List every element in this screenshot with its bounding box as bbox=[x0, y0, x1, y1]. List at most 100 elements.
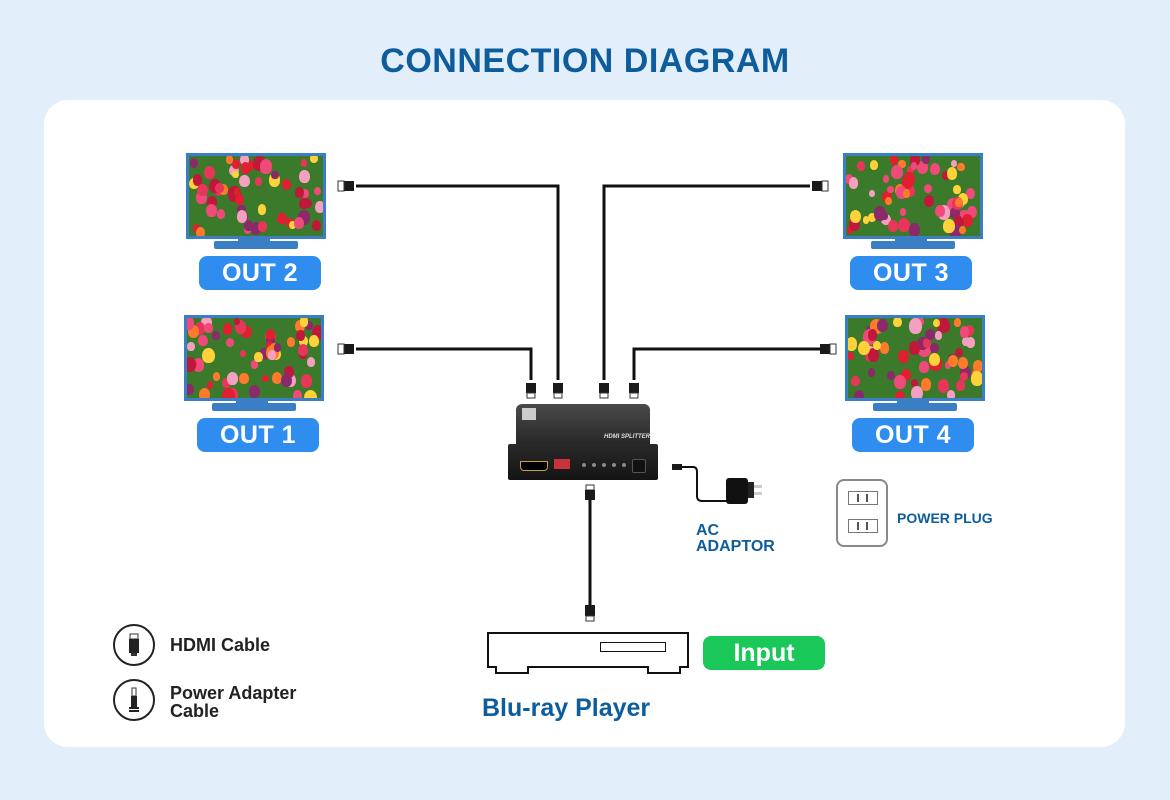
cable-out4 bbox=[632, 347, 822, 380]
tulip bbox=[903, 172, 916, 186]
tulip bbox=[891, 165, 903, 180]
tulip bbox=[898, 217, 911, 233]
cable-out2 bbox=[356, 184, 560, 380]
tulip bbox=[961, 213, 973, 227]
tulip bbox=[187, 357, 197, 372]
tulip bbox=[910, 378, 918, 388]
tulip bbox=[954, 198, 963, 208]
tulip bbox=[928, 352, 941, 367]
disc-slot bbox=[600, 642, 666, 652]
hdmi-connector-icon bbox=[344, 344, 354, 354]
tulip bbox=[222, 388, 236, 398]
legend-hdmi-label: HDMI Cable bbox=[170, 635, 271, 655]
cable-power bbox=[682, 466, 728, 502]
monitor-out2 bbox=[186, 153, 326, 249]
tulip bbox=[950, 206, 960, 219]
led-output-1 bbox=[582, 463, 586, 467]
tulip bbox=[917, 161, 929, 175]
tulip bbox=[212, 330, 220, 340]
hdmi-connector-icon bbox=[585, 605, 595, 616]
tulip bbox=[946, 390, 955, 398]
tulip bbox=[946, 167, 958, 180]
tulip bbox=[240, 162, 251, 174]
input-badge: Input bbox=[703, 636, 825, 670]
tulip bbox=[243, 220, 254, 232]
tulip bbox=[868, 189, 876, 198]
tulip bbox=[911, 386, 923, 398]
tulip bbox=[259, 159, 273, 175]
tulip bbox=[314, 186, 322, 196]
tulip bbox=[249, 384, 261, 398]
dc-port bbox=[632, 459, 646, 473]
tulip bbox=[959, 326, 970, 338]
tulip bbox=[894, 390, 906, 398]
hdmi-connector-icon bbox=[553, 383, 563, 393]
tulip bbox=[934, 330, 943, 340]
ac-adaptor-label: AC ADAPTOR bbox=[696, 522, 775, 555]
tulip bbox=[947, 354, 958, 367]
tulip bbox=[310, 156, 319, 163]
tulip bbox=[206, 381, 214, 389]
monitor-screen bbox=[845, 315, 985, 401]
blu-ray-player-icon bbox=[487, 632, 689, 674]
tulip bbox=[957, 162, 965, 172]
hdmi-connector-icon bbox=[526, 383, 536, 393]
tulip bbox=[197, 183, 208, 197]
tulip bbox=[958, 226, 966, 235]
tulip bbox=[965, 187, 975, 199]
monitor-out3 bbox=[843, 153, 983, 249]
tulip bbox=[868, 213, 876, 223]
tulip bbox=[304, 390, 318, 398]
tulip bbox=[299, 318, 309, 327]
tulip bbox=[850, 209, 862, 223]
tulip bbox=[194, 322, 206, 335]
tulip bbox=[289, 221, 296, 230]
tulip bbox=[282, 178, 292, 190]
tulip bbox=[887, 220, 898, 232]
monitor-out4 bbox=[845, 315, 985, 411]
tulip bbox=[306, 356, 315, 367]
tulip bbox=[867, 348, 880, 362]
tulip bbox=[300, 374, 312, 388]
tulip bbox=[854, 389, 865, 398]
tulip bbox=[233, 188, 241, 197]
tulip bbox=[235, 320, 247, 335]
tulip bbox=[957, 192, 969, 206]
tulip bbox=[239, 373, 249, 385]
tulip bbox=[198, 334, 209, 347]
tulip bbox=[902, 189, 910, 198]
monitor-out1 bbox=[184, 315, 324, 411]
tulip bbox=[273, 343, 281, 352]
tulip bbox=[236, 210, 248, 223]
tulip bbox=[250, 360, 258, 369]
tulip bbox=[308, 335, 319, 347]
tulip bbox=[241, 326, 252, 339]
tulip bbox=[280, 373, 292, 387]
tulip bbox=[964, 325, 975, 337]
tulip bbox=[877, 319, 888, 333]
hdmi-connector-icon bbox=[585, 490, 595, 500]
power-outlet-icon bbox=[836, 479, 888, 547]
tulip bbox=[873, 340, 881, 350]
tulip bbox=[887, 185, 894, 194]
tulip bbox=[965, 337, 975, 348]
tulip bbox=[885, 196, 893, 206]
tulip bbox=[882, 175, 890, 183]
tulip bbox=[896, 185, 908, 199]
led-output-2 bbox=[592, 463, 596, 467]
tulip bbox=[227, 371, 238, 385]
tulip bbox=[239, 156, 250, 165]
tulip bbox=[293, 217, 304, 229]
tulip bbox=[239, 349, 246, 358]
hdmi-connector-icon bbox=[629, 383, 639, 393]
tulip bbox=[299, 335, 308, 346]
tulip bbox=[917, 336, 929, 351]
tulip bbox=[966, 205, 977, 218]
tulip bbox=[188, 325, 200, 339]
tulip bbox=[267, 349, 277, 360]
tulip bbox=[962, 337, 970, 346]
tulip bbox=[297, 343, 309, 357]
out-label-4: OUT 4 bbox=[852, 418, 974, 452]
tulip bbox=[910, 162, 918, 171]
hdmi-connector-icon bbox=[599, 383, 609, 393]
